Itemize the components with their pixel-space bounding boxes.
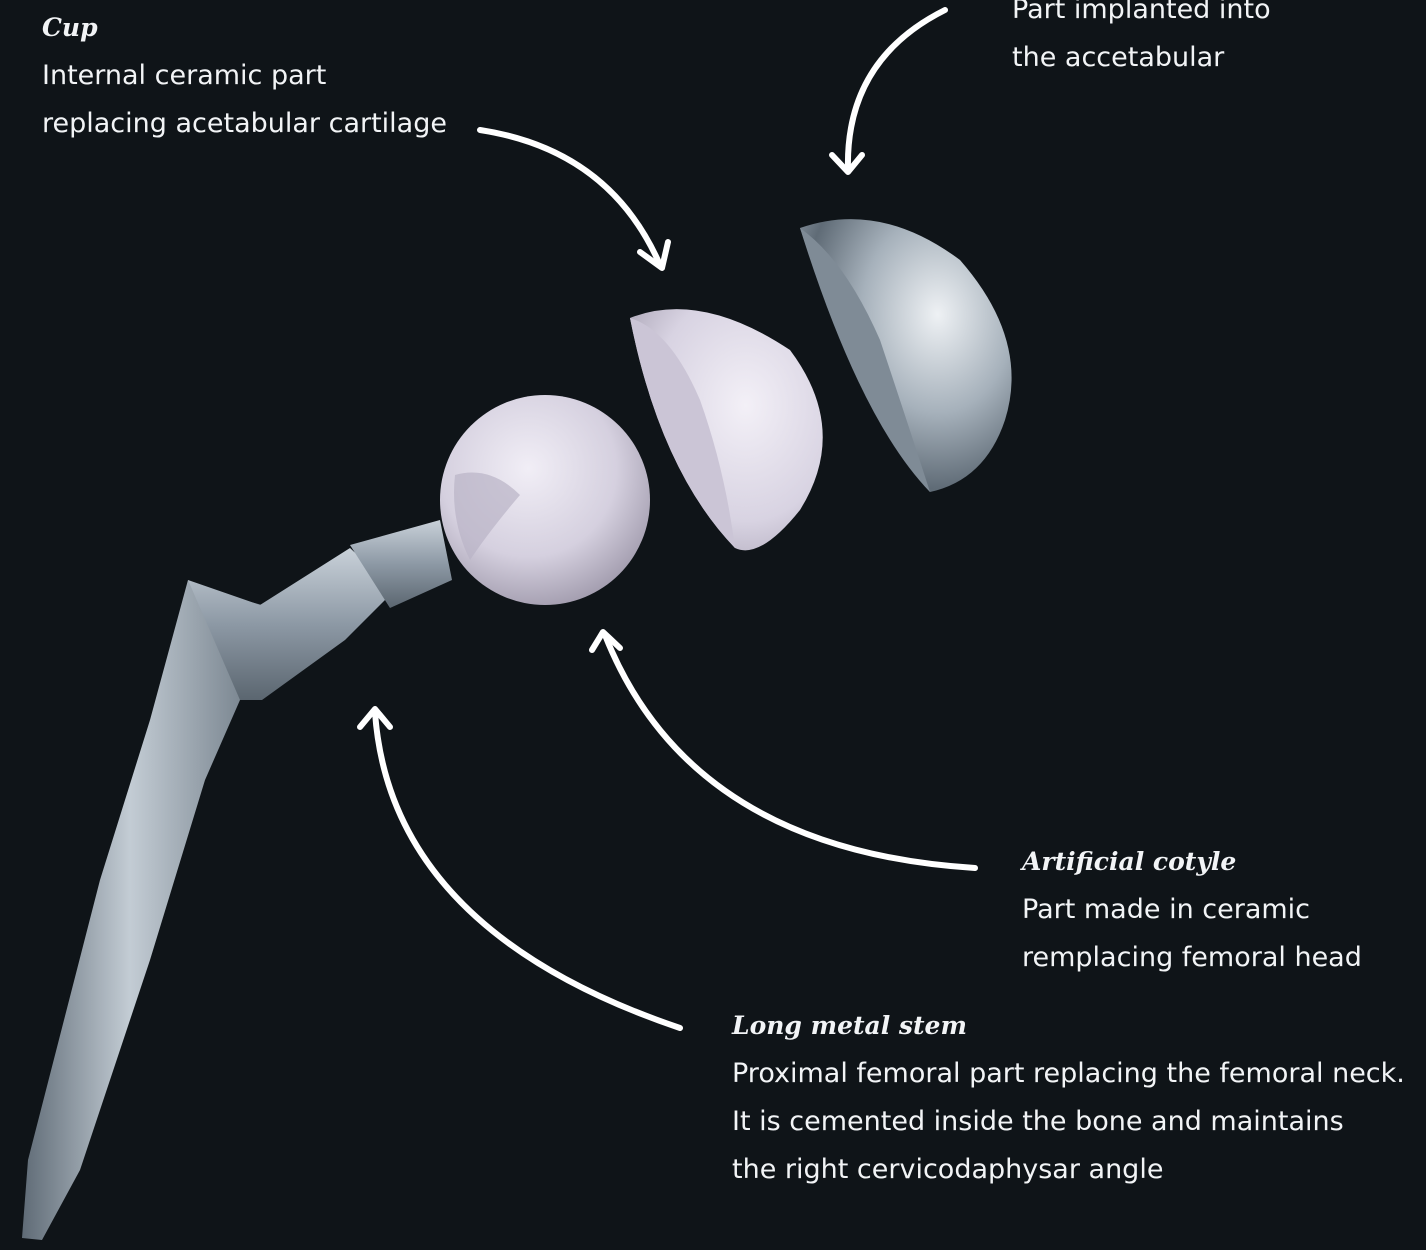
cotyle-description-line-2: remplacing femoral head xyxy=(1022,934,1362,982)
cup-label: Cup Internal ceramic part replacing acet… xyxy=(42,12,447,148)
cup-title: Cup xyxy=(42,12,447,44)
cup-description-line-1: Internal ceramic part xyxy=(42,52,447,100)
cotyle-label: Artificial cotyle Part made in ceramic r… xyxy=(1022,846,1362,982)
shell-description-line-1: Part implanted into xyxy=(1012,0,1271,34)
shell-description-line-2: the accetabular xyxy=(1012,34,1271,82)
cup-description-line-2: replacing acetabular cartilage xyxy=(42,100,447,148)
stem-label: Long metal stem Proximal femoral part re… xyxy=(732,1010,1405,1194)
shell-label: Part implanted into the accetabular xyxy=(1012,0,1271,82)
stem-shaft xyxy=(22,580,262,1240)
stem-title: Long metal stem xyxy=(732,1010,1405,1042)
ceramic-liner xyxy=(630,309,823,550)
stem-description-line-3: the right cervicodaphysar angle xyxy=(732,1146,1405,1194)
cotyle-description-line-1: Part made in ceramic xyxy=(1022,886,1362,934)
arrow-stem xyxy=(375,712,680,1028)
metal-shell xyxy=(800,219,1012,492)
cotyle-title: Artificial cotyle xyxy=(1022,846,1362,878)
femoral-stem xyxy=(22,520,452,1240)
femoral-head xyxy=(440,395,650,605)
arrow-cotyle xyxy=(605,635,975,868)
arrow-shell xyxy=(848,10,945,170)
arrow-cup xyxy=(480,130,660,265)
stem-description-line-1: Proximal femoral part replacing the femo… xyxy=(732,1050,1405,1098)
stem-description-line-2: It is cemented inside the bone and maint… xyxy=(732,1098,1405,1146)
